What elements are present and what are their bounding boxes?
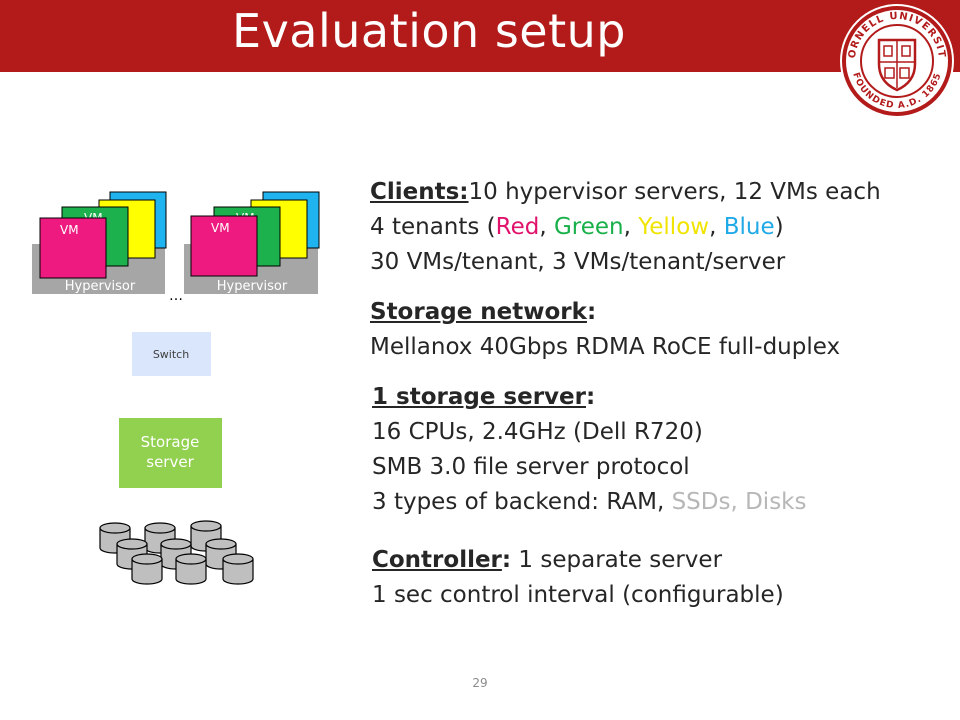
hypervisor-label-2: Hypervisor (217, 279, 288, 294)
disk-icon (222, 553, 254, 585)
vm-red-1 (39, 217, 107, 279)
network-heading: Storage network (370, 299, 587, 325)
controller-line-1: Controller: 1 separate server (372, 543, 784, 578)
controller-heading: Controller (372, 547, 502, 573)
tenant-sep: , (709, 214, 724, 240)
controller-block: Controller: 1 separate server 1 sec cont… (372, 543, 784, 613)
backend-grey: SSDs, Disks (671, 489, 807, 515)
storage-server-box (119, 418, 222, 488)
network-colon: : (586, 299, 597, 325)
architecture-diagram: Hypervisor VM VM Hypervisor VM VM … Swit… (32, 191, 320, 585)
disk-array (99, 520, 254, 585)
clients-block: Clients:10 hypervisor servers, 12 VMs ea… (370, 175, 881, 280)
title-bar (0, 0, 960, 72)
disk-icon (175, 553, 207, 585)
vm-label-red-2: VM (211, 221, 230, 235)
storage-label-line1: Storage (141, 433, 200, 451)
tenant-sep: , (623, 214, 639, 240)
tenant-red: Red (495, 214, 540, 240)
storage-heading: 1 storage server (372, 384, 586, 410)
tenant-sep: , (539, 214, 554, 240)
clients-line-1: Clients:10 hypervisor servers, 12 VMs ea… (370, 175, 881, 210)
storage-block: 1 storage server: 16 CPUs, 2.4GHz (Dell … (372, 380, 806, 520)
tenants-prefix: 4 tenants ( (370, 214, 496, 240)
tenant-green: Green (553, 214, 624, 240)
network-line-1: Mellanox 40Gbps RDMA RoCE full-duplex (370, 334, 841, 360)
switch-box (132, 332, 211, 376)
backend-prefix: 3 types of backend: RAM, (372, 489, 672, 515)
controller-colon: : (501, 547, 512, 573)
storage-heading-line: 1 storage server: (372, 380, 806, 415)
storage-line-1: 16 CPUs, 2.4GHz (Dell R720) (372, 419, 703, 445)
network-heading-line: Storage network: (370, 295, 840, 330)
vm-label-red-1: VM (60, 223, 79, 237)
slide-title: Evaluation setup (232, 4, 626, 58)
hypervisor-label-1: Hypervisor (65, 279, 136, 294)
clients-line-2: 4 tenants (Red, Green, Yellow, Blue) (370, 210, 881, 245)
disk-icon (131, 553, 163, 585)
tenants-suffix: ) (774, 214, 784, 240)
vm-red-2 (190, 215, 258, 277)
clients-line1-text: 10 hypervisor servers, 12 VMs each (468, 179, 881, 205)
storage-line-2: SMB 3.0 file server protocol (372, 454, 690, 480)
tenant-blue: Blue (723, 214, 775, 240)
cornell-seal-logo: CORNELL UNIVERSITY FOUNDED A.D. 1865 (838, 2, 954, 118)
tenant-yellow: Yellow (638, 214, 710, 240)
network-block: Storage network: Mellanox 40Gbps RDMA Ro… (370, 295, 840, 365)
clients-line-3: 30 VMs/tenant, 3 VMs/tenant/server (370, 249, 786, 275)
storage-line-3: 3 types of backend: RAM, SSDs, Disks (372, 485, 806, 520)
storage-colon: : (586, 384, 596, 410)
storage-label-line2: server (146, 453, 194, 471)
ellipsis: … (169, 288, 183, 304)
switch-label: Switch (153, 348, 189, 361)
slide-number: 29 (472, 676, 488, 690)
controller-line1-text: 1 separate server (511, 547, 723, 573)
clients-heading: Clients: (370, 179, 469, 205)
controller-line-2: 1 sec control interval (configurable) (372, 582, 784, 608)
